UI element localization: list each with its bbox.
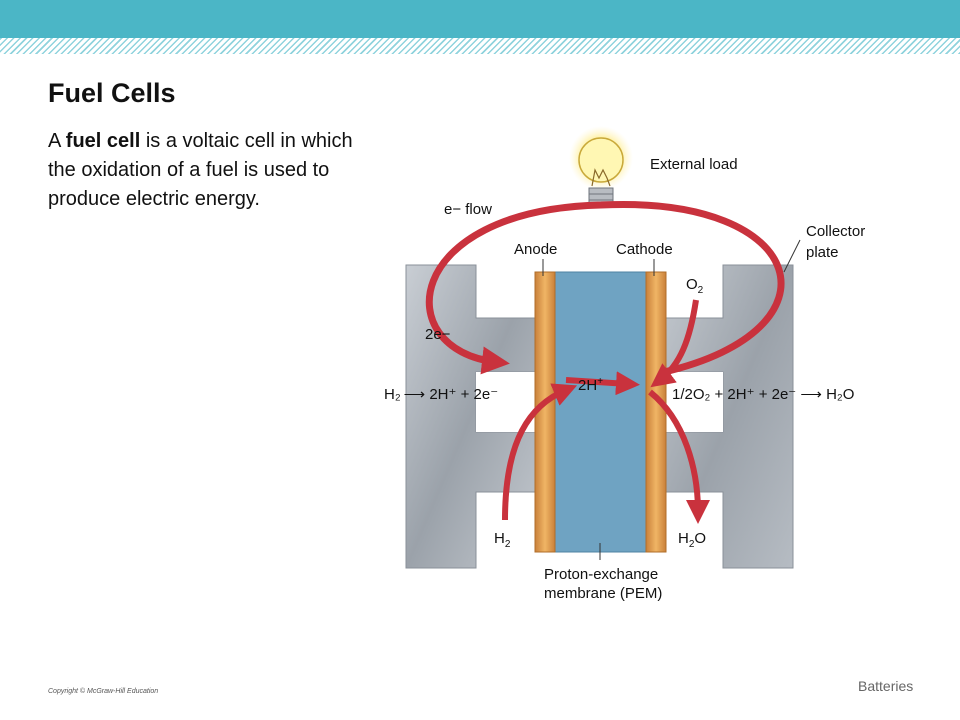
- collector-label-line1: Collector: [806, 223, 865, 240]
- header-band: [0, 0, 960, 38]
- cathode-half-reaction: 1/2O₂ + 2H⁺ + 2e⁻ ⟶ H₂O: [672, 386, 854, 403]
- cathode-label: Cathode: [616, 241, 673, 258]
- two-protons-label: 2H+: [578, 376, 603, 394]
- collector-label-line2: plate: [806, 244, 839, 261]
- cathode-electrode: [645, 271, 667, 553]
- body-suffix: is a voltaic cell in which the oxidation…: [48, 130, 353, 210]
- header-hatch-stripe: [0, 38, 960, 54]
- anode-half-reaction: H₂ ⟶ 2H⁺ + 2e⁻: [384, 386, 498, 403]
- oxygen-arrow: [650, 299, 699, 388]
- fuel-cell-diagram: External load e− flow Collector plate An…: [384, 126, 865, 602]
- oxygen-label: O2: [686, 276, 704, 296]
- slide-title: Fuel Cells: [48, 78, 176, 108]
- hydrogen-input-label: H2: [494, 530, 511, 550]
- body-bold-term: fuel cell: [65, 130, 141, 152]
- copyright-notice: Copyright © McGraw-Hill Education: [48, 688, 159, 695]
- water-output-label: H2O: [678, 530, 706, 550]
- collector-leader: [783, 239, 801, 273]
- pem-membrane: [554, 271, 647, 553]
- section-label: Batteries: [858, 678, 914, 694]
- light-bulb-icon: [578, 137, 624, 183]
- anode-label: Anode: [514, 241, 557, 258]
- electron-flow-arrow: [425, 200, 785, 376]
- bulb-filament: [591, 168, 611, 187]
- hydrogen-arrow: [502, 383, 578, 521]
- electron-flow-label: e− flow: [444, 201, 492, 218]
- body-prefix: A: [48, 130, 66, 152]
- two-electrons-label: 2e−: [425, 326, 451, 343]
- pem-label-line2: membrane (PEM): [544, 585, 662, 602]
- external-load-label: External load: [650, 156, 738, 173]
- proton-arrow: [565, 371, 640, 396]
- water-arrow: [648, 389, 710, 524]
- slide-body-text: A fuel cell is a voltaic cell in which t…: [48, 127, 353, 214]
- pem-label-line1: Proton-exchange: [544, 566, 658, 583]
